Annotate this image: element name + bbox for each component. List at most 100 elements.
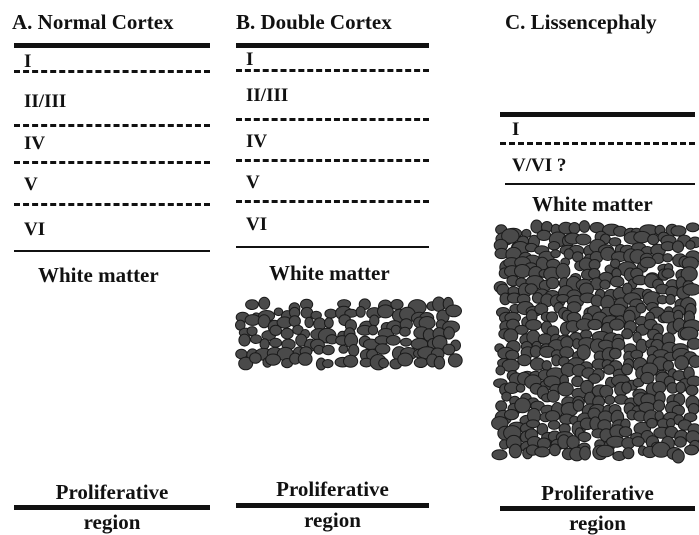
neuron-cell	[492, 450, 507, 460]
neuron-cell	[548, 421, 560, 430]
neuron-cell	[505, 410, 519, 420]
neuron-cell	[515, 265, 531, 278]
neuron-cell	[622, 329, 633, 339]
neuron-cell	[623, 448, 634, 459]
neuron-cell	[686, 223, 699, 232]
neuron-cell	[434, 356, 444, 369]
neuron-cell	[687, 376, 699, 386]
neuron-cell	[298, 353, 312, 366]
neuron-cell	[386, 335, 400, 345]
neuron-cell	[548, 242, 559, 250]
neuron-cell	[325, 309, 337, 318]
neuron-cell	[398, 353, 413, 366]
neuron-cell	[270, 338, 282, 347]
neuron-cell	[323, 360, 333, 368]
neuron-cell	[509, 444, 521, 458]
neuron-cell	[349, 345, 359, 357]
neuron-cell	[671, 226, 686, 236]
neuron-cell	[496, 401, 507, 411]
neuron-cell	[551, 250, 560, 258]
neuron-cell	[305, 317, 313, 327]
neuron-cell	[622, 364, 633, 375]
neuron-cell	[610, 348, 622, 359]
neuron-cell	[558, 382, 573, 396]
neuron-cell	[401, 338, 412, 346]
neuron-cell	[577, 345, 590, 360]
neuron-cell	[640, 257, 655, 268]
neuron-cell	[547, 390, 559, 402]
neuron-cell	[685, 445, 699, 455]
neuron-cell	[547, 277, 559, 288]
neuron-cell	[632, 437, 644, 447]
neuron-cell	[588, 319, 602, 329]
neuron-cell	[576, 234, 591, 245]
neuron-cell	[580, 446, 591, 460]
neuron-cell	[622, 382, 632, 393]
neuron-cell	[443, 344, 455, 355]
neuron-cell	[266, 354, 281, 365]
neuron-cell	[239, 334, 250, 346]
neuron-cell	[560, 347, 574, 358]
neuron-cell	[537, 230, 551, 240]
neuron-cell	[672, 450, 684, 463]
neuron-cell	[448, 354, 462, 367]
neuron-cell	[379, 358, 389, 368]
neuron-cell	[663, 254, 673, 262]
neuron-cell	[246, 300, 259, 310]
neuron-cell	[446, 305, 462, 317]
neuron-cell	[504, 329, 518, 342]
neuron-cell	[323, 345, 335, 355]
neuron-cell	[391, 325, 400, 334]
neuron-cell	[600, 280, 610, 289]
panel-c-thick-cortex-cells	[492, 220, 699, 463]
neuron-cell	[250, 353, 262, 364]
neuron-cell	[676, 382, 685, 393]
panel-b-subcortical-band-cells	[236, 297, 463, 370]
neuron-cell	[325, 318, 334, 328]
neuron-cell	[400, 327, 411, 336]
neuron-cell	[378, 305, 394, 318]
neuron-cell	[641, 372, 654, 383]
neuron-cell	[647, 418, 658, 428]
neuron-cell	[579, 221, 589, 233]
neuron-cell	[356, 307, 365, 318]
neuron-cell	[619, 427, 631, 437]
neuron-cell	[556, 263, 570, 278]
neuron-cell	[259, 297, 270, 309]
neuron-cell	[339, 345, 348, 353]
neuron-cell	[526, 320, 542, 331]
neuron-cell	[666, 294, 675, 304]
neuron-cell	[686, 241, 695, 250]
neuron-cell	[675, 437, 687, 447]
neuron-cell	[662, 269, 674, 278]
neuron-cell	[597, 445, 614, 457]
neuron-cell	[581, 380, 593, 393]
neuron-cell	[516, 384, 525, 392]
neuron-cell	[376, 344, 390, 354]
neuron-cell	[535, 447, 550, 457]
neuron-cell	[496, 366, 505, 375]
neuron-cell	[610, 319, 625, 330]
neuron-cell	[368, 325, 377, 335]
neuron-cell	[567, 436, 579, 449]
neuron-cell	[550, 444, 561, 456]
neuron-cell	[281, 328, 293, 339]
neuron-cell	[414, 358, 427, 368]
neuron-cell	[672, 241, 683, 253]
neuron-cell	[605, 396, 615, 405]
neuron-cell	[689, 356, 699, 368]
neuron-cell	[683, 284, 699, 296]
neuron-cell	[653, 400, 664, 411]
neuron-cell	[687, 338, 699, 349]
neuron-cell	[569, 223, 580, 234]
neuron-cell	[546, 312, 557, 322]
neuron-cell	[648, 234, 659, 244]
neuron-cell	[270, 325, 282, 335]
neuron-cell	[686, 385, 698, 395]
neuron-cell	[611, 276, 624, 287]
neuron-cell	[589, 269, 600, 279]
neuron-cell	[636, 303, 646, 313]
neuron-cell	[518, 355, 531, 366]
neuron-cell	[370, 315, 379, 326]
